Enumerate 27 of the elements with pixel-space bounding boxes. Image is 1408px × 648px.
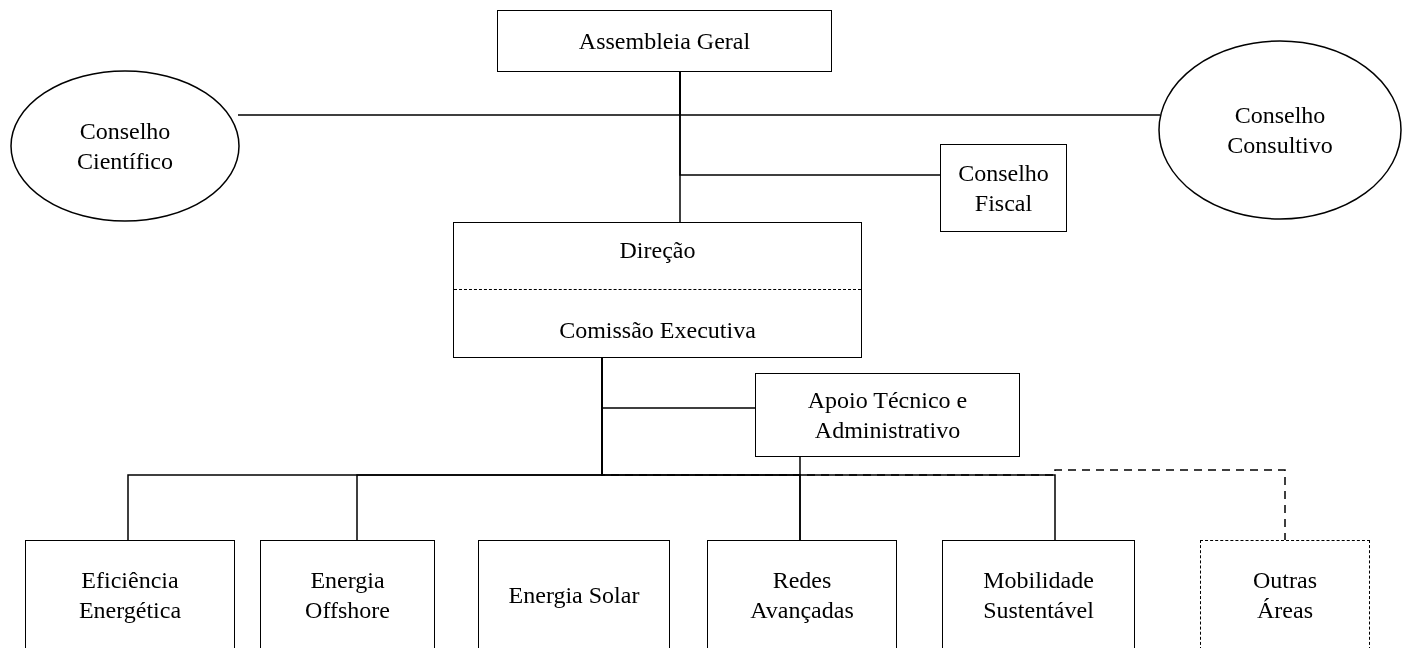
council-ellipse — [1158, 40, 1402, 220]
dashed-org-box — [1200, 540, 1370, 648]
box-label: Assembleia Geral — [578, 27, 751, 56]
box-label: Eficiência Energética — [77, 566, 183, 625]
connector-line — [679, 71, 681, 223]
box-label: Conselho Consultivo — [1226, 101, 1334, 160]
org-box — [453, 222, 862, 358]
box-label: Energia Solar — [507, 581, 641, 610]
box-label: Conselho Fiscal — [957, 159, 1050, 218]
box-label: Mobilidade Sustentável — [982, 566, 1095, 625]
org-box — [25, 540, 235, 648]
box-label: Redes Avançadas — [749, 566, 855, 625]
org-box — [940, 144, 1067, 232]
box-label: Comissão Executiva — [559, 315, 756, 345]
org-box — [260, 540, 435, 648]
org-box — [755, 373, 1020, 457]
council-ellipse — [10, 70, 240, 222]
connector-line — [799, 456, 801, 541]
box-label: Energia Offshore — [304, 566, 391, 625]
box-label: Direção — [619, 236, 696, 266]
org-box — [497, 10, 832, 72]
box-label: Outras Áreas — [1252, 566, 1318, 625]
org-box — [707, 540, 897, 648]
org-box — [478, 540, 670, 648]
org-box — [942, 540, 1135, 648]
box-label: Apoio Técnico e Administrativo — [806, 386, 969, 445]
box-label: Conselho Científico — [76, 117, 174, 176]
